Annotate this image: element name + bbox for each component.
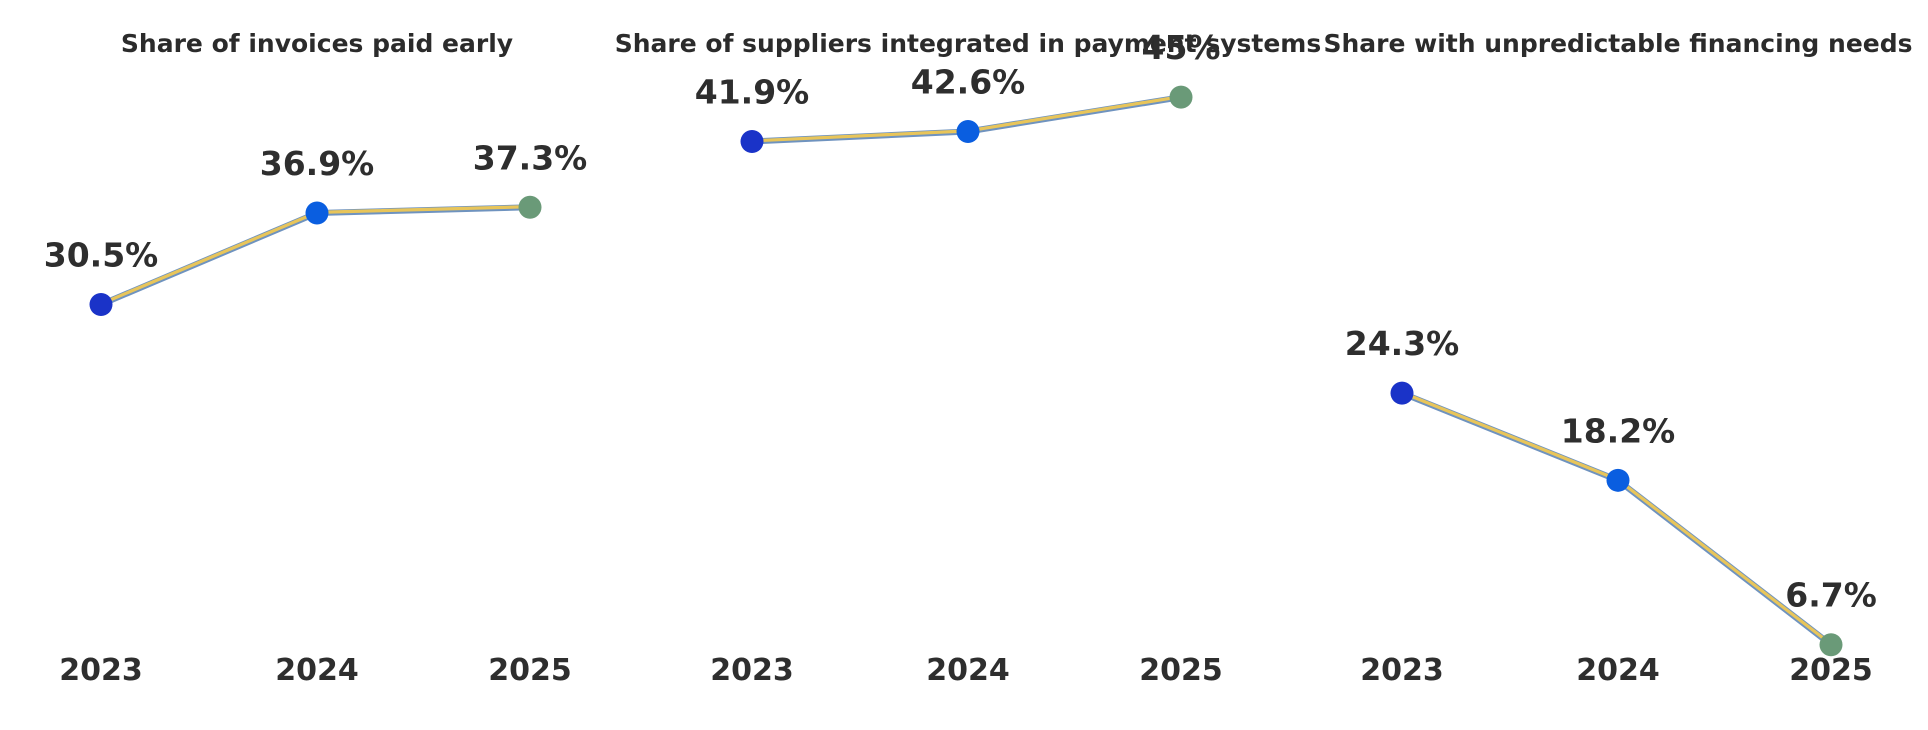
data-point-2023 [1390,381,1414,405]
x-tick-label: 2023 [710,653,794,688]
chart-title: Share of invoices paid early [121,29,513,58]
series-line [1400,390,1620,482]
data-label: 6.7% [1785,576,1877,615]
data-label: 30.5% [44,235,159,274]
series-line [966,94,1183,133]
data-label: 42.6% [911,62,1026,101]
series-line [315,205,532,214]
x-tick-label: 2025 [1139,653,1223,688]
chart-panel-1: Share of invoices paid early 30.5% 2023 36.… [44,29,588,688]
data-label: 18.2% [1561,411,1676,450]
data-point-2025 [1819,633,1843,657]
data-point-2024 [956,119,980,143]
data-point-2025 [518,195,542,219]
chart-title: Share with unpredictable financing needs [1323,29,1912,58]
data-label: 41.9% [695,72,810,111]
data-label: 36.9% [260,144,375,183]
data-point-2024 [305,201,329,225]
data-point-2024 [1606,468,1630,492]
series-line [99,210,319,306]
chart-panel-2: Share of suppliers integrated in payment… [615,28,1321,688]
data-label: 45% [1142,28,1221,67]
x-tick-label: 2024 [1576,653,1660,688]
data-label: 24.3% [1345,324,1460,363]
data-point-2025 [1169,85,1193,109]
chart-panel-3: Share with unpredictable financing needs… [1323,29,1912,688]
x-tick-label: 2023 [1360,653,1444,688]
chart-title: Share of suppliers integrated in payment… [615,29,1321,58]
x-tick-label: 2025 [1789,653,1873,688]
series-line [750,129,970,143]
data-label: 37.3% [473,138,588,177]
series-line [1616,478,1833,646]
x-tick-label: 2023 [59,653,143,688]
x-tick-label: 2024 [275,653,359,688]
data-point-2023 [740,129,764,153]
x-tick-label: 2025 [488,653,572,688]
x-tick-label: 2024 [926,653,1010,688]
data-point-2023 [89,292,113,316]
